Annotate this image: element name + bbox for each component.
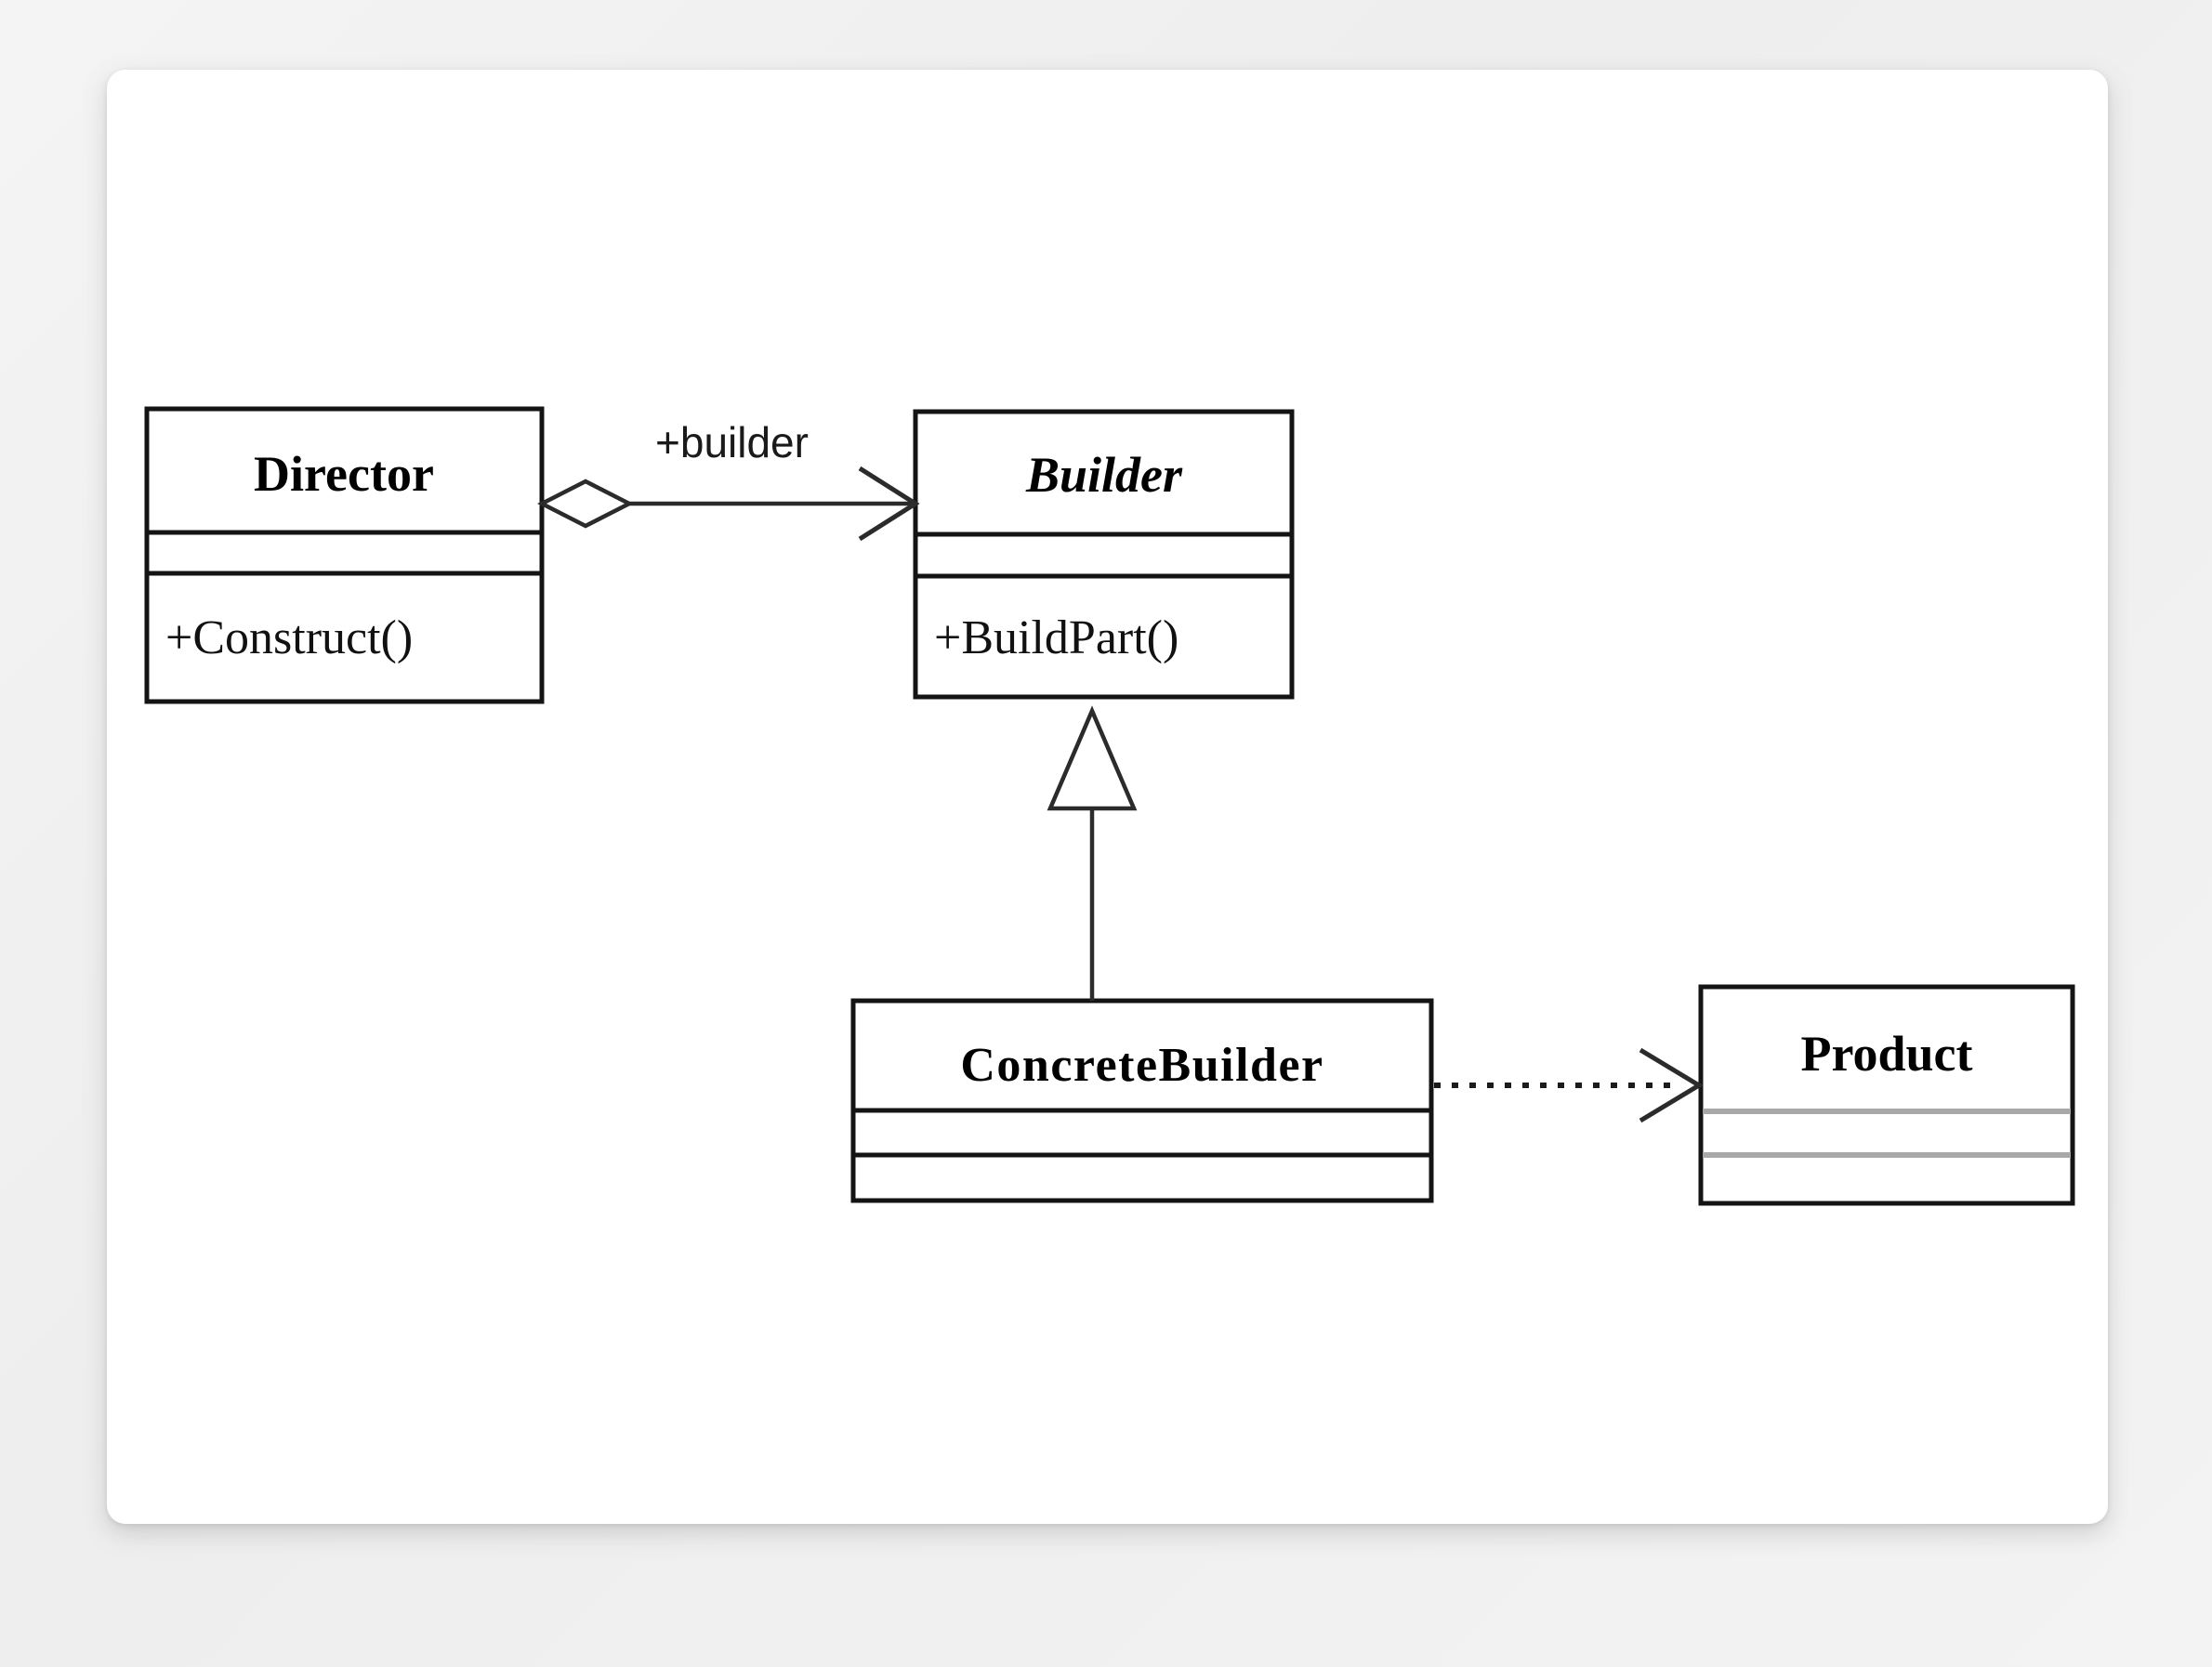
product-box-fill (1701, 987, 2073, 1203)
relationship-dependency-concretebuilder-product[interactable] (1434, 1047, 1704, 1123)
relationship-aggregation-director-builder[interactable]: +builder (537, 418, 920, 542)
aggregation-diamond-icon (537, 479, 634, 529)
director-operation-construct: +Construct() (165, 611, 413, 664)
builder-operation-buildpart: +BuildPart() (934, 611, 1178, 664)
class-box-director[interactable]: Director +Construct() (144, 406, 545, 704)
director-box-fill (147, 409, 542, 702)
concrete-builder-box-outline (850, 998, 1434, 1203)
dependency-arrowhead-icon (1639, 1047, 1704, 1123)
product-box-outline (1698, 984, 2075, 1206)
director-box-outline (144, 406, 545, 704)
concrete-builder-class-name: ConcreteBuilder (960, 1039, 1323, 1092)
builder-box-fill (915, 412, 1292, 697)
builder-box-outline (913, 409, 1295, 700)
concrete-builder-box-fill (853, 1001, 1431, 1201)
class-box-product[interactable]: Product (1698, 984, 2075, 1206)
builder-class-name: Builder (1025, 447, 1183, 503)
director-class-name: Director (254, 446, 434, 502)
generalization-triangle-icon (1047, 705, 1138, 811)
class-box-concrete-builder[interactable]: ConcreteBuilder (850, 998, 1434, 1203)
product-class-name: Product (1801, 1026, 1973, 1082)
aggregation-role-label: +builder (655, 418, 809, 466)
class-box-builder[interactable]: Builder +BuildPart() (913, 409, 1295, 700)
relationship-generalization-concretebuilder-builder[interactable] (1047, 705, 1138, 1001)
aggregation-arrowhead-icon (858, 466, 920, 542)
